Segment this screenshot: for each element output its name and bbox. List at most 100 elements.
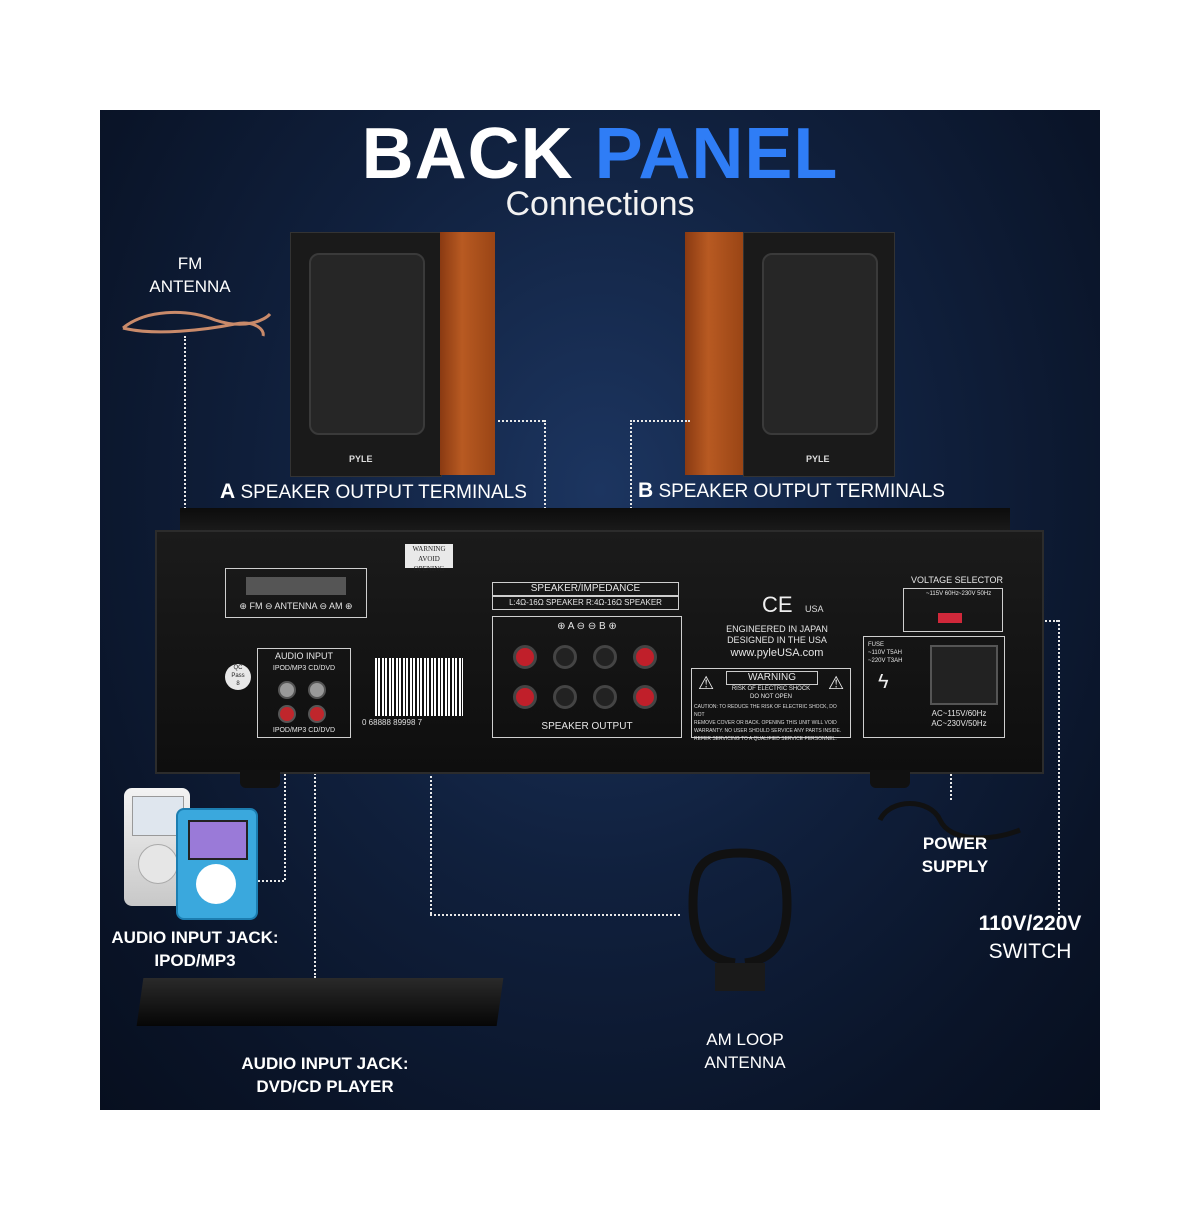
- terminal-a-plus-l[interactable]: [513, 645, 537, 669]
- cd-right-jack[interactable]: [308, 705, 326, 723]
- fm-antenna-wire-image: [122, 311, 272, 337]
- speaker-b-text: SPEAKER OUTPUT TERMINALS: [653, 481, 945, 502]
- voltage-switch-label: 110V/220V SWITCH: [962, 910, 1098, 966]
- mp3-screen: [188, 820, 248, 860]
- speaker-b-front: PYLE: [743, 232, 895, 477]
- switch-connector-v: [1058, 620, 1060, 918]
- ipod-input-label-line2: IPOD/MP3: [154, 951, 236, 970]
- fm-antenna-label: FM ANTENNA: [140, 252, 240, 298]
- antenna-terminal-block: ⊕ FM ⊖ ANTENNA ⊖ AM ⊕: [225, 568, 367, 618]
- speaker-b-image: PYLE: [685, 232, 895, 477]
- warning-line2: DO NOT OPEN: [750, 694, 792, 700]
- power-cord-image: [877, 801, 1021, 841]
- speaker-impedance-title-box: SPEAKER/IMPEDANCE: [492, 582, 679, 596]
- ac-inlet[interactable]: [930, 645, 998, 705]
- audio-input-sub: IPOD/MP3 CD/DVD: [272, 665, 336, 672]
- dvd-input-label: AUDIO INPUT JACK: DVD/CD PLAYER: [210, 1052, 440, 1098]
- caution-line2: REMOVE COVER OR BACK. OPENING THIS UNIT …: [694, 720, 837, 726]
- lightning-icon: ϟ: [878, 671, 889, 693]
- speaker-a-side: [440, 232, 495, 475]
- qc-pass-sticker: QC Pass 8: [225, 664, 251, 690]
- voltage-selector-title: VOLTAGE SELECTOR: [910, 575, 1004, 585]
- voltage-selector-block: ~115V 60Hz ~230V 50Hz: [903, 588, 1003, 632]
- usa-label: USA: [805, 604, 824, 614]
- speaker-b-logo: PYLE: [806, 454, 830, 464]
- speaker-a-logo: PYLE: [349, 454, 373, 464]
- speaker-b-label: B SPEAKER OUTPUT TERMINALS: [638, 479, 968, 503]
- antenna-terminal-clips: [246, 577, 346, 595]
- voltage-option-230: ~230V 50Hz: [958, 591, 991, 598]
- cd-left-jack[interactable]: [308, 681, 326, 699]
- lightning-warning-icon: ⚠: [698, 673, 715, 693]
- dvd-input-label-line2: DVD/CD PLAYER: [256, 1077, 394, 1096]
- warning-title: WARNING: [726, 671, 818, 685]
- terminal-b-plus-r[interactable]: [633, 685, 657, 709]
- caution-text: CAUTION: TO REDUCE THE RISK OF ELECTRIC …: [694, 703, 848, 743]
- ipod-left-jack[interactable]: [278, 681, 296, 699]
- mp3-wheel: [196, 864, 236, 904]
- speaker-b-letter: B: [638, 479, 654, 502]
- exclamation-warning-icon: ⚠: [828, 673, 845, 693]
- dvd-connector-v: [314, 730, 316, 978]
- speaker-b-connector-h: [630, 420, 690, 422]
- ac-line1: AC~115V/60Hz: [931, 709, 987, 718]
- terminal-a-minus-l[interactable]: [553, 645, 577, 669]
- ipod-right-jack[interactable]: [278, 705, 296, 723]
- am-loop-label: AM LOOP ANTENNA: [680, 1028, 810, 1074]
- fuse-line3: ~220V T3AH: [868, 658, 903, 664]
- caution-line4: REFER SERVICING TO A QUALIFIED SERVICE P…: [694, 736, 837, 742]
- speaker-a-front: PYLE: [290, 232, 442, 477]
- terminal-a-minus-r[interactable]: [553, 685, 577, 709]
- barcode-number: 0 68888 89998 7: [362, 718, 423, 727]
- am-loop-antenna-image: [688, 848, 792, 991]
- caution-line1: CAUTION: TO REDUCE THE RISK OF ELECTRIC …: [694, 704, 837, 718]
- am-connector-h: [430, 914, 680, 916]
- fm-antenna-label-line1: FM: [177, 254, 203, 273]
- am-loop-label-line1: AM LOOP: [706, 1030, 784, 1049]
- terminal-b-plus-l[interactable]: [633, 645, 657, 669]
- amplifier-rear: WARNING AVOID OPENING ⊕ FM ⊖ ANTENNA ⊖ A…: [155, 530, 1044, 774]
- voltage-switch[interactable]: [938, 613, 962, 623]
- warning-sticker: WARNING AVOID OPENING: [405, 544, 453, 573]
- page-subtitle: Connections: [505, 185, 695, 223]
- ipod-input-label-line1: AUDIO INPUT JACK:: [111, 928, 279, 947]
- amp-foot-right: [870, 770, 910, 788]
- title-panel: PANEL: [594, 114, 839, 194]
- qc-line3: 8: [236, 681, 240, 687]
- warning-sticker-line2: AVOID OPENING: [413, 555, 445, 573]
- speaker-a-grille: [309, 253, 425, 435]
- warning-lines: RISK OF ELECTRIC SHOCK DO NOT OPEN: [726, 685, 816, 701]
- warning-line1: RISK OF ELECTRIC SHOCK: [731, 686, 811, 692]
- ipod-input-label: AUDIO INPUT JACK: IPOD/MP3: [100, 926, 290, 972]
- audio-input-block: AUDIO INPUT IPOD/MP3 CD/DVD IPOD/MP3 CD/…: [257, 648, 351, 738]
- speaker-output-label: SPEAKER OUTPUT: [541, 721, 633, 732]
- terminal-a-plus-r[interactable]: [513, 685, 537, 709]
- voltage-switch-line1: 110V/220V: [978, 912, 1082, 935]
- fuse-line2: ~110V T5AH: [868, 650, 902, 656]
- ipod-connector-v: [284, 730, 286, 880]
- qc-line1: QC: [233, 665, 243, 671]
- terminal-b-minus-r[interactable]: [593, 685, 617, 709]
- barcode: [375, 658, 463, 716]
- speaker-b-side: [685, 232, 743, 475]
- fuse-line1: FUSE: [868, 642, 885, 648]
- ce-mark: CE: [762, 592, 793, 617]
- engineered-text: ENGINEERED IN JAPAN DESIGNED IN THE USA …: [717, 624, 837, 659]
- antenna-terminal-label: ⊕ FM ⊖ ANTENNA ⊖ AM ⊕: [239, 601, 353, 611]
- warning-sticker-line1: WARNING: [412, 545, 446, 553]
- power-block: FUSE ~110V T5AH ~220V T3AH ϟ AC~115V/60H…: [863, 636, 1005, 738]
- fuse-text: FUSE ~110V T5AH ~220V T3AH: [868, 641, 902, 665]
- audio-input-title: AUDIO INPUT: [274, 651, 333, 661]
- impedance-detail-box: L:4Ω-16Ω SPEAKER R:4Ω-16Ω SPEAKER: [492, 596, 679, 610]
- amplifier-top: [180, 508, 1010, 534]
- speaker-impedance-title: SPEAKER/IMPEDANCE: [530, 583, 641, 594]
- terminal-b-minus-l[interactable]: [593, 645, 617, 669]
- voltage-option-115-text: ~115V 60Hz: [926, 591, 959, 597]
- speaker-a-label: A SPEAKER OUTPUT TERMINALS: [220, 480, 540, 504]
- am-loop-label-line2: ANTENNA: [704, 1053, 786, 1072]
- voltage-option-230-text: ~230V 50Hz: [958, 591, 992, 597]
- ac-line2: AC~230V/50Hz: [931, 719, 987, 728]
- ipod-connector-h: [250, 880, 284, 882]
- speaker-a-connector-h: [498, 420, 544, 422]
- voltage-option-115: ~115V 60Hz: [926, 591, 959, 598]
